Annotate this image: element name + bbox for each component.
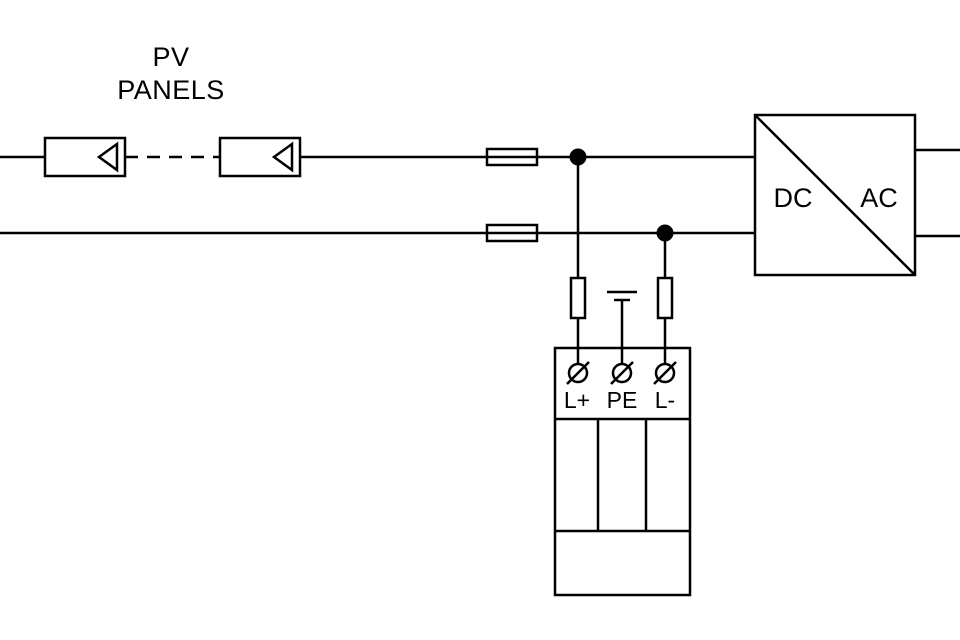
- pv-panels-label-line1: PV: [152, 42, 189, 72]
- ac-output-wires: [915, 148, 960, 238]
- inverter-dc-label: DC: [774, 183, 813, 213]
- earth-ground-icon: [607, 290, 637, 364]
- screw-terminal-icon: [653, 361, 677, 385]
- spd-module-compartments: [555, 417, 690, 533]
- surge-protection-device-icon: L+ PE L-: [553, 346, 692, 597]
- screw-terminal-icon: [566, 361, 590, 385]
- terminal-label-l-plus: L+: [564, 387, 590, 413]
- dc-ac-inverter-icon: DC AC: [753, 113, 917, 277]
- terminal-label-l-minus: L-: [655, 387, 675, 413]
- fuse-icon: [485, 147, 539, 167]
- terminal-label-pe: PE: [607, 387, 638, 413]
- junction-dot-icon: [656, 224, 674, 242]
- pv-panels-label-line2: PANELS: [117, 75, 225, 105]
- screw-terminal-icon: [610, 361, 634, 385]
- fuse-icon: [656, 276, 674, 320]
- pv-module-icon: [218, 136, 302, 178]
- inverter-ac-label: AC: [860, 183, 898, 213]
- fuse-icon: [485, 223, 539, 243]
- fuse-icon: [569, 276, 587, 320]
- junction-dot-icon: [569, 148, 587, 166]
- pv-module-icon: [43, 136, 127, 178]
